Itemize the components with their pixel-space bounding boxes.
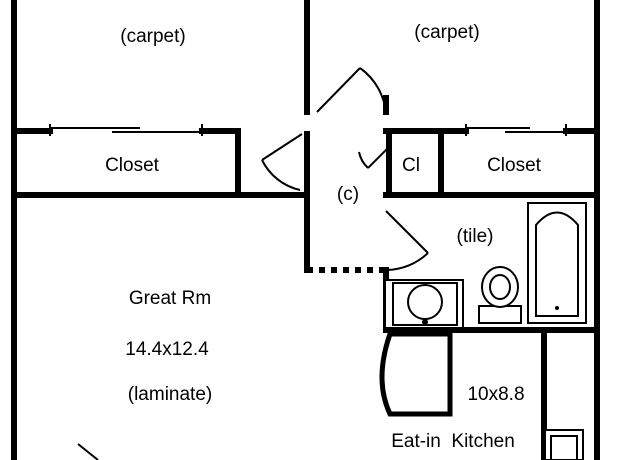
bathtub — [527, 202, 587, 324]
interior-walls — [15, 0, 595, 460]
great-room-door — [77, 443, 99, 460]
closet-right-label: Closet — [487, 155, 542, 176]
bath-floor-label: (tile) — [457, 226, 494, 247]
kitchen-sink — [544, 429, 584, 460]
linen-closet-label: Cl — [402, 155, 420, 176]
great-room-size: 14.4x12.4 — [125, 339, 209, 360]
sliding-closet-doors — [49, 124, 567, 136]
outer-walls — [11, 0, 600, 460]
kitchen-size: 10x8.8 — [467, 384, 524, 405]
great-room-name: Great Rm — [129, 288, 211, 309]
closet-left-label: Closet — [105, 155, 160, 176]
swing-doors — [261, 67, 429, 271]
hall-closet-label: (c) — [337, 184, 359, 205]
bathroom-vanity — [384, 279, 464, 329]
bedroom-right-floor-label: (carpet) — [414, 22, 479, 43]
bedroom-left-floor-label: (carpet) — [120, 26, 185, 47]
toilet — [478, 266, 522, 324]
kitchen-counter — [379, 331, 453, 417]
kitchen-name: Eat-in Kitchen — [391, 431, 515, 452]
great-room-floor-label: (laminate) — [128, 384, 212, 405]
